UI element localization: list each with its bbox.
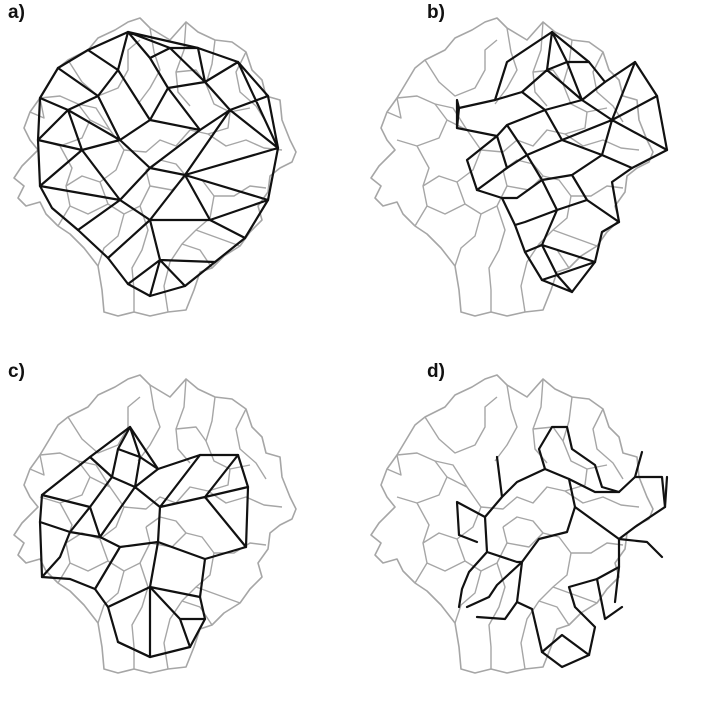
district-line xyxy=(414,145,430,227)
district-line xyxy=(480,486,566,510)
district-line xyxy=(562,396,608,470)
district-line xyxy=(175,378,191,464)
district-line xyxy=(552,586,598,604)
district-line xyxy=(592,408,624,480)
panel-label-d: d) xyxy=(427,361,445,382)
district-line xyxy=(145,516,187,534)
panel-a: a) xyxy=(0,0,356,357)
city-outline xyxy=(370,17,654,317)
district-line xyxy=(195,229,241,247)
district-line xyxy=(175,426,207,442)
network-map-b xyxy=(370,17,669,317)
district-line xyxy=(77,103,111,131)
panel-label-a: a) xyxy=(8,2,25,23)
district-line xyxy=(77,460,111,488)
district-line xyxy=(494,384,518,462)
district-line xyxy=(99,526,151,572)
district-boundaries xyxy=(370,374,654,674)
district-line xyxy=(99,169,151,215)
district-line xyxy=(426,560,466,572)
district-line xyxy=(137,384,161,462)
district-line xyxy=(69,560,109,572)
district-line xyxy=(67,396,141,454)
district-line xyxy=(488,205,506,312)
district-line xyxy=(434,103,468,131)
district-line xyxy=(131,205,149,312)
city-outline xyxy=(13,17,297,317)
district-line xyxy=(149,532,267,554)
district-line xyxy=(564,490,640,508)
district-line xyxy=(181,243,213,269)
district-line xyxy=(552,229,598,247)
district-line xyxy=(207,490,283,508)
district-line xyxy=(137,27,161,105)
district-line xyxy=(562,39,608,113)
district-line xyxy=(67,39,141,97)
district-line xyxy=(480,129,566,153)
district-line xyxy=(149,175,267,197)
district-line xyxy=(434,460,468,488)
network-map-a xyxy=(13,17,297,317)
district-line xyxy=(207,468,231,492)
district-line xyxy=(396,452,448,504)
district-line xyxy=(424,39,498,97)
district-line xyxy=(29,97,45,119)
network-graph xyxy=(36,30,280,298)
district-line xyxy=(97,570,125,624)
panel-d: d) xyxy=(357,357,713,714)
district-line xyxy=(123,129,209,153)
panel-c: c) xyxy=(0,357,356,714)
panel-label-b: b) xyxy=(427,2,445,23)
district-line xyxy=(386,454,402,476)
district-line xyxy=(205,396,251,470)
district-line xyxy=(454,570,482,624)
network-graph xyxy=(455,425,669,669)
district-boundaries xyxy=(370,17,654,317)
district-line xyxy=(520,552,572,670)
district-line xyxy=(29,454,45,476)
network-map-c xyxy=(13,374,297,674)
district-line xyxy=(532,69,564,85)
district-line xyxy=(235,408,267,480)
district-boundaries xyxy=(13,17,297,317)
district-line xyxy=(414,502,430,584)
district-line xyxy=(538,600,570,626)
district-line xyxy=(424,396,498,454)
network-graph xyxy=(455,30,669,294)
panel-b: b) xyxy=(357,0,713,357)
city-outline xyxy=(370,374,654,674)
district-boundaries xyxy=(13,374,297,674)
network-map-d xyxy=(370,374,669,674)
city-outline xyxy=(13,374,297,674)
district-line xyxy=(426,203,466,215)
district-line xyxy=(454,213,482,267)
district-line xyxy=(97,213,125,267)
district-line xyxy=(532,21,548,107)
district-line xyxy=(494,27,518,105)
district-line xyxy=(488,562,506,669)
network-graph xyxy=(38,425,250,659)
district-line xyxy=(456,169,508,215)
district-line xyxy=(123,486,209,510)
district-line xyxy=(69,203,109,215)
district-line xyxy=(207,133,283,151)
panel-label-c: c) xyxy=(8,361,25,382)
district-line xyxy=(181,600,213,626)
district-line xyxy=(396,95,448,147)
district-line xyxy=(506,532,624,554)
district-line xyxy=(564,133,640,151)
district-line xyxy=(502,516,544,534)
district-line xyxy=(195,586,241,604)
district-line xyxy=(456,526,508,572)
district-line xyxy=(386,97,402,119)
district-line xyxy=(564,111,588,135)
